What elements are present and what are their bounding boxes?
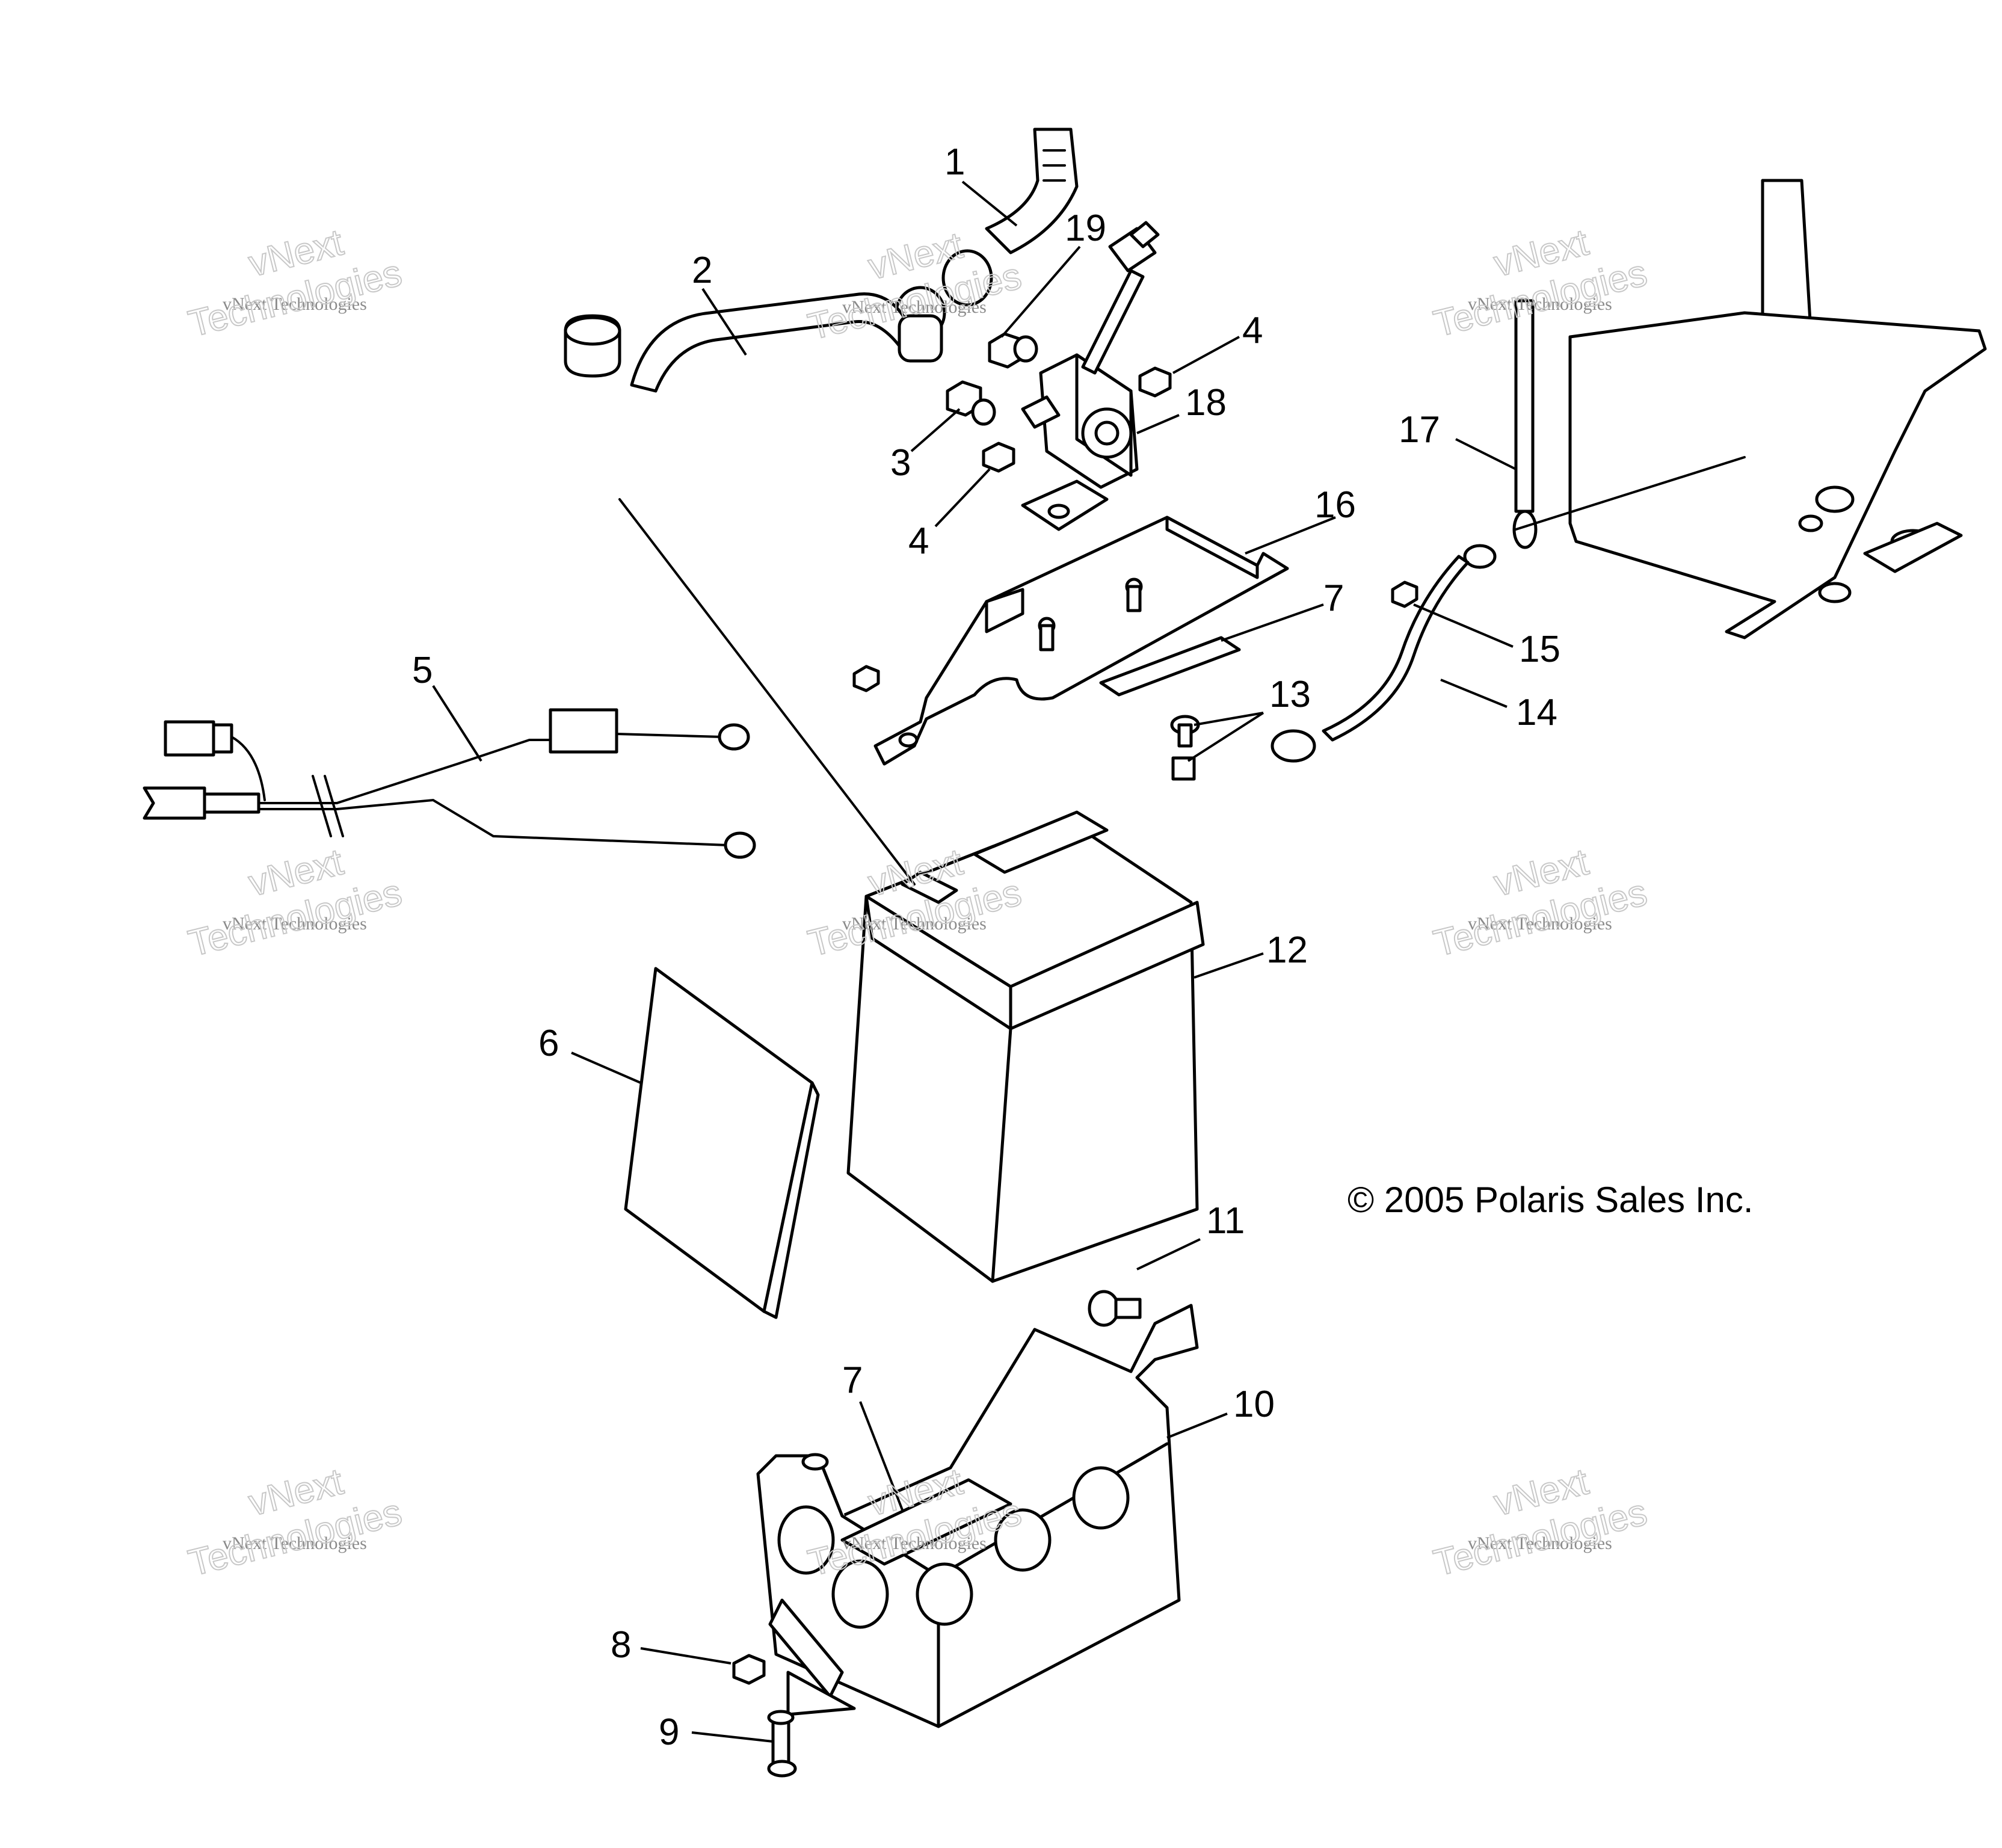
callout-2: 2 — [692, 250, 712, 291]
callout-18: 18 — [1185, 382, 1227, 424]
callout-7-lower: 7 — [842, 1360, 863, 1401]
part-2-connector-line — [618, 498, 916, 886]
part-5-harness — [143, 708, 756, 859]
part-7-pad-upper — [1099, 636, 1241, 697]
watermark-text: vNext Technologies — [1468, 914, 1612, 934]
callout-17: 17 — [1399, 409, 1440, 451]
watermark-1: vNext Technologies vNext Technologies — [184, 221, 407, 345]
callout-16: 16 — [1314, 484, 1356, 526]
part-4-nut-upper — [1138, 366, 1172, 398]
watermark-4: vNext Technologies vNext Technologies — [184, 840, 407, 965]
watermark-3: vNext Technologies vNext Technologies — [1429, 221, 1652, 345]
part-13-screw — [1170, 715, 1200, 781]
leader-lines — [432, 180, 1517, 1743]
callout-12: 12 — [1266, 929, 1308, 971]
callout-13: 13 — [1269, 674, 1311, 715]
part-14-ground-cable — [1270, 544, 1497, 763]
callout-5: 5 — [412, 650, 433, 691]
part-15-nut — [1391, 581, 1418, 608]
watermark-text: vNext Technologies — [842, 297, 987, 317]
part-6-pad — [624, 967, 820, 1319]
callout-19: 19 — [1065, 208, 1106, 249]
callout-4: 4 — [1242, 310, 1263, 351]
part-8-nut — [732, 1654, 766, 1685]
part-9-bolt — [767, 1710, 797, 1778]
watermark-text: vNext Technologies — [223, 1533, 367, 1553]
part-17-strap — [1512, 299, 1538, 549]
callout-7-upper: 7 — [1323, 578, 1344, 619]
callout-1: 1 — [944, 141, 965, 183]
part-11-screw — [1088, 1290, 1142, 1327]
callout-4-lower: 4 — [908, 520, 929, 562]
callout-9: 9 — [659, 1711, 679, 1753]
watermark-7: vNext Technologies vNext Technologies — [184, 1460, 407, 1585]
callout-6: 6 — [538, 1023, 559, 1064]
part-3-nut-washer — [946, 380, 996, 426]
watermark-text: vNext Technologies — [1468, 1533, 1612, 1553]
callout-14: 14 — [1516, 692, 1557, 733]
callout-8: 8 — [611, 1624, 631, 1666]
watermark-9: vNext Technologies vNext Technologies — [1429, 1460, 1652, 1585]
part-12-battery — [846, 810, 1205, 1283]
part-16-bracket — [852, 516, 1289, 766]
callout-3: 3 — [890, 442, 911, 484]
watermark-6: vNext Technologies vNext Technologies — [1429, 840, 1652, 965]
part-18-solenoid — [1021, 221, 1160, 531]
part-2-cable — [564, 292, 943, 393]
part-19-nut — [988, 332, 1038, 369]
watermark-text: vNext Technologies — [223, 914, 367, 934]
callout-numbers: 1 2 19 4 18 3 4 17 16 7 15 13 14 5 12 6 … — [412, 141, 1560, 1753]
watermark-text: vNext Technologies — [223, 294, 367, 314]
callout-15: 15 — [1519, 629, 1560, 670]
copyright-text: © 2005 Polaris Sales Inc. — [1348, 1180, 1754, 1220]
watermark-text: vNext Technologies — [1468, 294, 1612, 314]
part-7-pad-lower — [840, 1478, 1012, 1566]
watermark-text: vNext Technologies — [842, 1533, 987, 1553]
frame-section — [1515, 179, 1987, 639]
callout-10: 10 — [1233, 1384, 1275, 1425]
callout-11: 11 — [1206, 1200, 1245, 1242]
watermark-text: vNext Technologies — [842, 914, 987, 934]
part-4-nut-lower — [982, 442, 1015, 473]
